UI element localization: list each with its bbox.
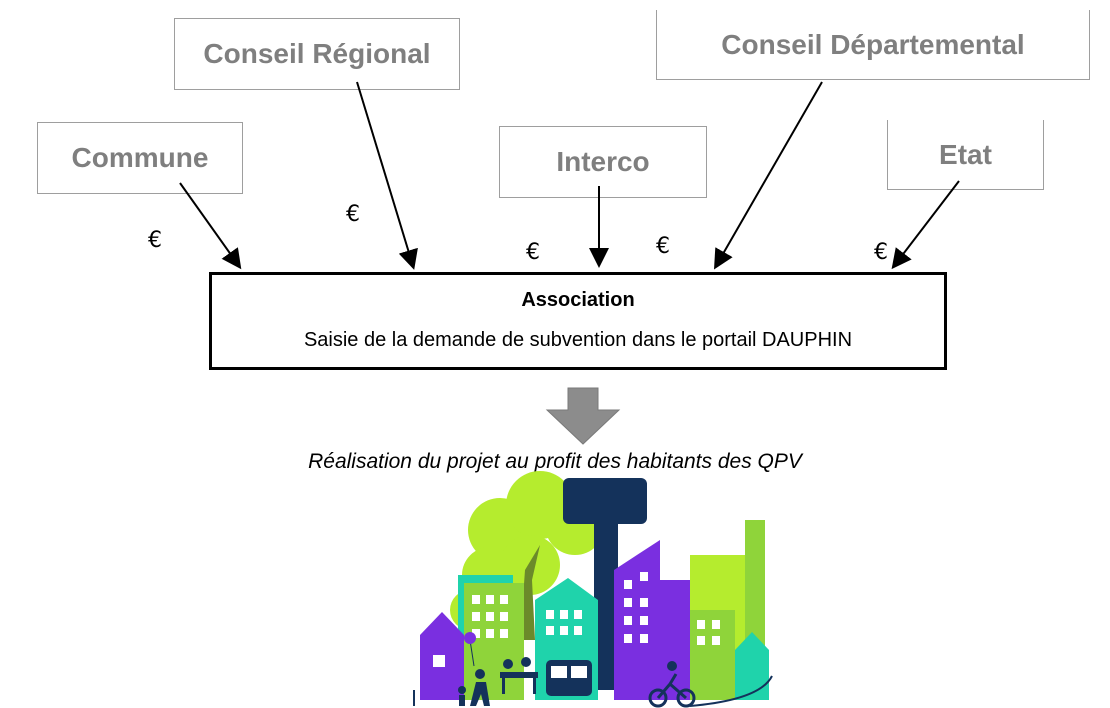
outcome-caption: Réalisation du projet au profit des habi…	[308, 450, 802, 473]
building-purple-tall	[614, 540, 660, 700]
association-title: Association	[521, 289, 635, 311]
funder-label-etat: Etat	[939, 138, 992, 170]
arrow-commune	[179, 182, 242, 270]
funder-box-interco: Interco	[499, 126, 707, 198]
water-tower-tank	[563, 478, 647, 524]
euro-symbol: €	[526, 240, 540, 265]
building-purple-right	[660, 580, 690, 700]
funder-box-etat: Etat	[887, 120, 1044, 190]
funder-box-commune: Commune	[37, 122, 243, 194]
arrow-conseil-regional	[356, 81, 418, 270]
arrow-conseil-departemental	[714, 81, 823, 270]
path-curve	[689, 675, 773, 707]
euro-symbol: €	[346, 202, 360, 227]
house-cyan	[735, 632, 769, 700]
association-subtitle: Saisie de la demande de subvention dans …	[303, 329, 853, 351]
walking-person-icon	[458, 632, 490, 706]
funder-label-interco: Interco	[556, 146, 650, 177]
arrow-etat	[891, 180, 960, 270]
funder-box-conseil-regional: Conseil Régional	[174, 18, 460, 90]
funder-label-conseil-regional: Conseil Régional	[203, 38, 431, 69]
euro-symbol: €	[874, 240, 888, 265]
tree-trunk	[520, 545, 540, 640]
funder-box-conseil-departemental: Conseil Départemental	[656, 10, 1090, 80]
people-bench-icon	[500, 657, 538, 694]
funder-label-commune: Commune	[71, 142, 209, 173]
cyclist-icon	[648, 673, 696, 708]
funder-label-conseil-departemental: Conseil Départemental	[721, 28, 1025, 60]
association-box: Association Saisie de la demande de subv…	[209, 272, 947, 370]
euro-symbol: €	[656, 234, 670, 259]
euro-symbol: €	[148, 228, 162, 253]
